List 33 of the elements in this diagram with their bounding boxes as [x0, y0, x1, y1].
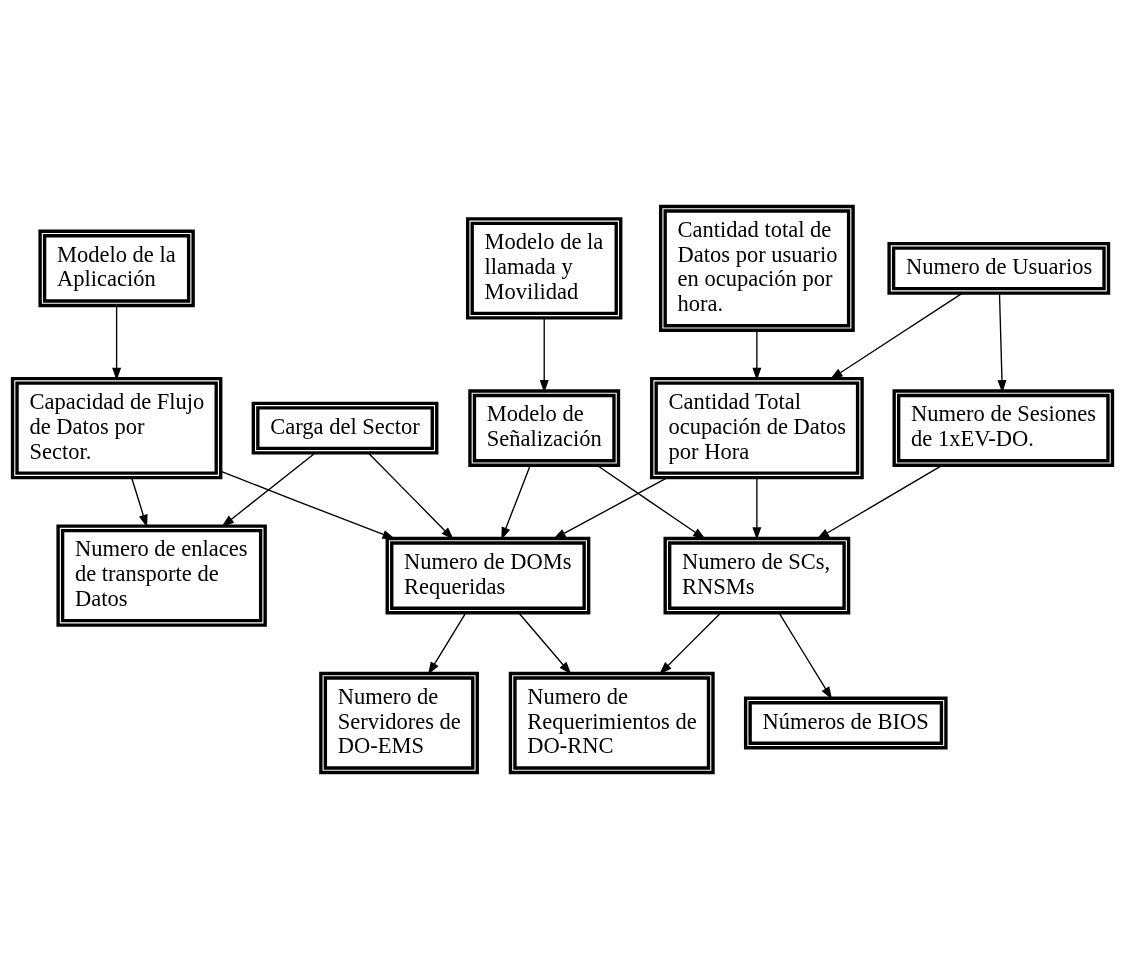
arrow	[221, 451, 316, 527]
node-box: Numero de enlaces de transporte de Datos	[56, 523, 267, 627]
arrow	[539, 316, 549, 393]
node-box: Numero de Usuarios	[887, 241, 1111, 295]
node-box: Modelo de Señalización	[468, 388, 621, 467]
arrow	[816, 464, 943, 539]
arrow	[596, 464, 706, 540]
node-box: Numero de Sesiones de 1xEV-DO.	[892, 388, 1115, 467]
node-box: Numero de Servidores de DO-EMS	[319, 671, 479, 774]
arrow	[501, 464, 531, 540]
arrow	[553, 476, 668, 539]
arrow	[752, 476, 762, 540]
arrow	[220, 470, 396, 539]
node-box: Numero de Requerimientos de DO-RNC	[508, 671, 715, 774]
node-box: Numero de DOMs Requeridas	[385, 536, 591, 614]
node-box: Capacidad de Flujo de Datos por Sector.	[10, 376, 223, 479]
arrow	[752, 329, 762, 381]
arrow	[997, 292, 1007, 393]
node-box: Modelo de la Aplicación	[38, 229, 195, 307]
arrow	[131, 476, 148, 528]
node-box: Carga del Sector	[251, 401, 439, 455]
arrow	[778, 611, 833, 700]
arrow	[829, 292, 963, 379]
arrow	[518, 611, 572, 674]
arrow	[659, 611, 722, 674]
arrow	[427, 611, 467, 675]
node-box: Numero de SCs, RNSMs	[663, 536, 851, 614]
arrow	[112, 304, 122, 381]
node-box: Modelo de la llamada y Movilidad	[466, 216, 623, 320]
node-box: Cantidad total de Datos por usuario en ocupación por hora.	[659, 204, 855, 332]
node-box: Números de BIOS	[743, 696, 948, 749]
arrow	[367, 451, 454, 540]
node-box: Cantidad Total ocupación de Datos por Hora	[650, 376, 864, 479]
